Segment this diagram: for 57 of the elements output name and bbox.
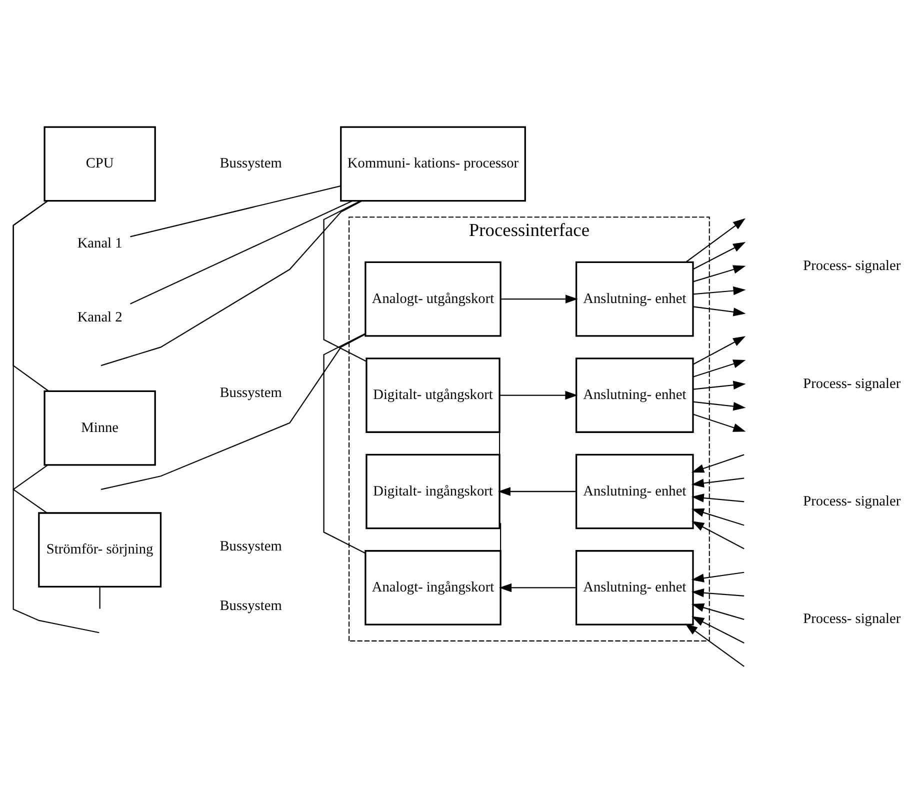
node-box: Anslutning- enhet bbox=[574, 550, 694, 625]
node-box: Digitalt- ingångskort bbox=[365, 453, 500, 529]
arrow bbox=[500, 294, 578, 303]
connector bbox=[100, 333, 366, 490]
arrow bbox=[692, 359, 746, 377]
arrow bbox=[690, 508, 744, 526]
arrow bbox=[690, 588, 744, 597]
node-box: Anslutning- enhet bbox=[574, 260, 694, 336]
label: Process- signaler bbox=[802, 375, 900, 392]
connector bbox=[498, 432, 500, 454]
node-box: Analogt- utgångskort bbox=[364, 260, 501, 336]
node-box: Anslutning- enhet bbox=[574, 357, 694, 432]
connector bbox=[322, 200, 366, 362]
arrow bbox=[690, 571, 744, 582]
label: Process- signaler bbox=[802, 610, 900, 627]
arrow bbox=[690, 477, 744, 487]
arrow bbox=[692, 286, 746, 295]
node-box: CPU bbox=[43, 126, 156, 202]
connector bbox=[322, 332, 366, 554]
node-box: Minne bbox=[43, 390, 156, 466]
label: Bussystem bbox=[219, 384, 282, 401]
arrow bbox=[684, 623, 744, 666]
arrow bbox=[690, 493, 744, 502]
arrow bbox=[692, 242, 746, 270]
connector bbox=[130, 184, 340, 237]
node-box: Anslutning- enhet bbox=[574, 453, 694, 529]
arrow bbox=[692, 413, 746, 432]
label: Bussystem bbox=[219, 597, 282, 614]
connector bbox=[130, 200, 352, 304]
connector bbox=[12, 200, 99, 633]
label: Bussystem bbox=[219, 155, 282, 172]
arrow bbox=[691, 616, 744, 643]
node-text: Kanal 1 bbox=[76, 235, 122, 252]
arrow bbox=[691, 454, 744, 472]
arrow bbox=[690, 602, 744, 620]
arrow bbox=[692, 264, 746, 282]
arrow bbox=[692, 306, 746, 316]
arrow bbox=[692, 380, 746, 390]
label: Process- signaler bbox=[802, 258, 900, 274]
node-box: Digitalt- utgångskort bbox=[365, 357, 500, 432]
connector bbox=[498, 522, 501, 550]
connector bbox=[100, 200, 362, 366]
arrow bbox=[498, 582, 576, 592]
node-box: Analogt- ingångskort bbox=[364, 550, 501, 625]
node-text: Kanal 2 bbox=[76, 308, 122, 325]
node-box: Kommuni- kations- processor bbox=[340, 126, 526, 202]
arrow bbox=[684, 218, 745, 262]
arrow bbox=[692, 400, 746, 410]
arrow bbox=[497, 486, 576, 496]
arrow bbox=[692, 336, 746, 364]
connector bbox=[12, 464, 48, 513]
node-box: Strömför- sörjning bbox=[38, 512, 162, 588]
label: Process- signaler bbox=[802, 493, 900, 510]
arrow bbox=[499, 390, 578, 400]
arrow bbox=[691, 520, 744, 549]
connector bbox=[98, 586, 100, 608]
label: Bussystem bbox=[219, 538, 282, 554]
